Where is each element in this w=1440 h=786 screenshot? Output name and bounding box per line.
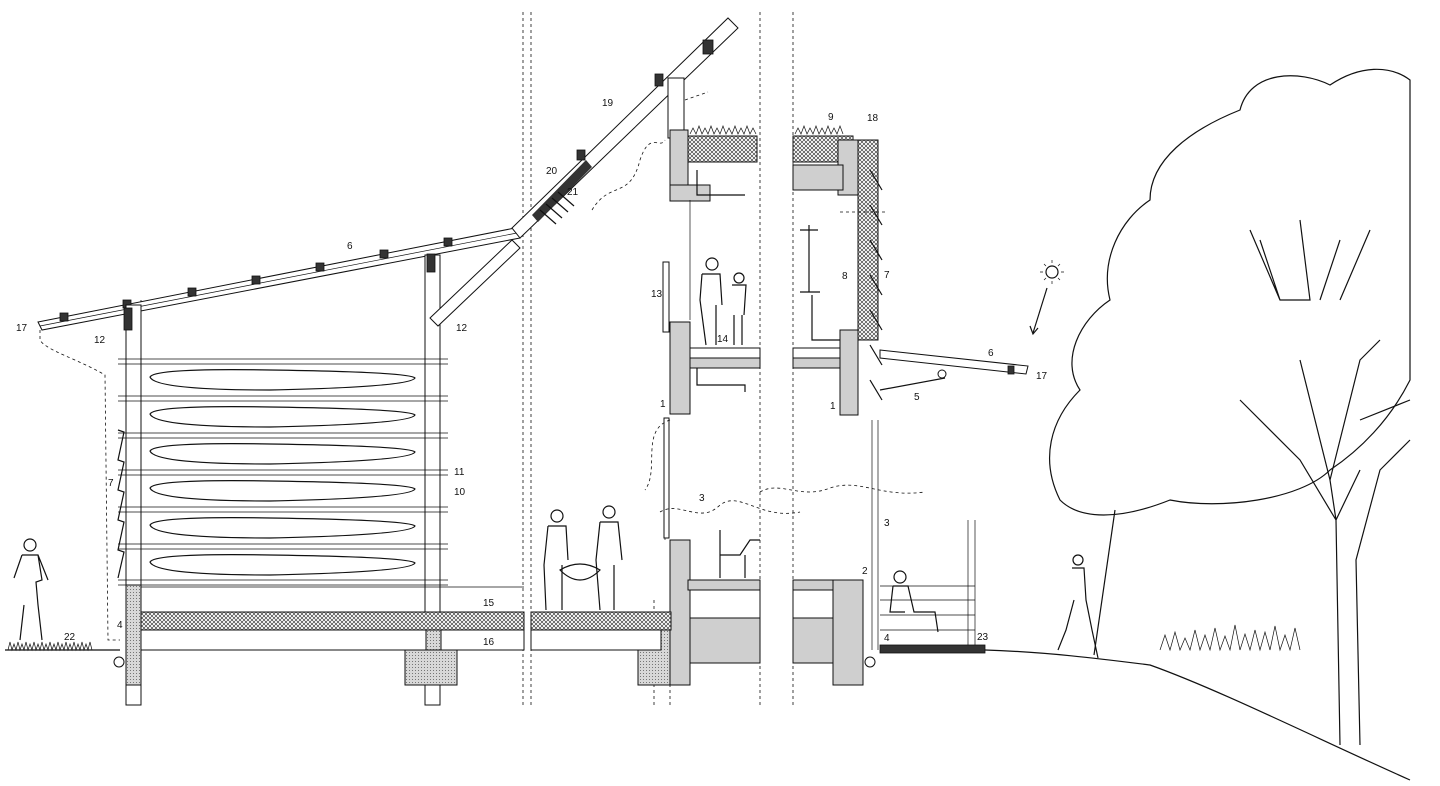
- label-4a: 4: [117, 620, 123, 631]
- label-4b: 4: [884, 633, 890, 644]
- label-3a: 3: [699, 493, 705, 504]
- canoe-pavilion: [37, 227, 525, 706]
- label-2: 2: [862, 566, 868, 577]
- human-figures: [13, 257, 1116, 659]
- label-18: 18: [867, 113, 879, 124]
- label-13: 13: [651, 289, 663, 300]
- tree-illustration: [1049, 68, 1411, 746]
- annotation-labels: 1 1 2 3 3 4 4 5 6 6 7 7 8 9 10 11 12 12 …: [16, 98, 1048, 648]
- label-23: 23: [977, 632, 989, 643]
- label-20: 20: [546, 166, 558, 177]
- label-10: 10: [454, 487, 466, 498]
- solar-roof: [511, 17, 739, 239]
- label-19: 19: [602, 98, 614, 109]
- label-6a: 6: [347, 241, 353, 252]
- ground-and-deck: [5, 520, 1411, 781]
- label-6b: 6: [988, 348, 994, 359]
- label-1a: 1: [660, 399, 666, 410]
- label-11: 11: [454, 467, 465, 478]
- label-17b: 17: [1036, 371, 1048, 382]
- label-9: 9: [828, 112, 834, 123]
- label-12b: 12: [456, 323, 468, 334]
- label-17a: 17: [16, 323, 28, 334]
- sun-icon: [1029, 260, 1064, 336]
- label-14: 14: [717, 334, 729, 345]
- label-8: 8: [842, 271, 848, 282]
- canoe-stack: [149, 369, 416, 576]
- label-7a: 7: [108, 478, 114, 489]
- label-15: 15: [483, 598, 495, 609]
- label-12a: 12: [94, 335, 106, 346]
- label-1b: 1: [830, 401, 836, 412]
- main-building: [530, 125, 1029, 686]
- label-3b: 3: [884, 518, 890, 529]
- label-22: 22: [64, 632, 76, 643]
- label-21: 21: [567, 187, 579, 198]
- label-7b: 7: [884, 270, 890, 281]
- label-16: 16: [483, 637, 495, 648]
- label-5: 5: [914, 392, 920, 403]
